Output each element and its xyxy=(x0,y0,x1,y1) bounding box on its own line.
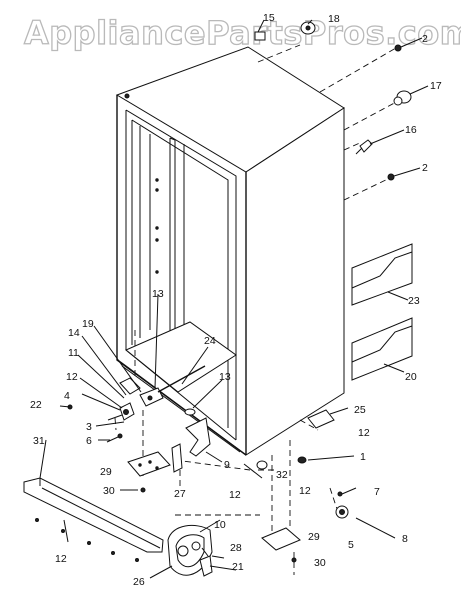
callout-4: 4 xyxy=(64,390,70,402)
part-5-roller xyxy=(335,505,349,519)
part-24-rod xyxy=(157,365,206,393)
part-13-grommet xyxy=(184,408,196,416)
hinge-assembly xyxy=(107,377,164,421)
callout-12-right: 12 xyxy=(358,427,370,439)
part-30-screw-left xyxy=(140,487,146,493)
callout-24: 24 xyxy=(204,335,216,347)
callout-9: 9 xyxy=(224,459,230,471)
callout-11: 11 xyxy=(68,347,79,359)
callout-25: 25 xyxy=(354,404,366,416)
callout-12-mid-a: 12 xyxy=(229,489,241,501)
part-15-bushing xyxy=(254,31,266,41)
callout-2-mid: 2 xyxy=(422,162,428,174)
callout-27: 27 xyxy=(174,488,186,500)
part-17-cap xyxy=(393,90,412,106)
callout-21: 21 xyxy=(232,561,244,573)
callout-29-left: 29 xyxy=(100,466,112,478)
part-26-grille-bracket xyxy=(167,524,213,577)
part-9-hinge-arm xyxy=(185,417,211,457)
callout-22: 22 xyxy=(30,399,42,411)
callout-13-upper: 13 xyxy=(152,288,164,300)
callout-12-hinge: 12 xyxy=(66,371,78,383)
callout-6: 6 xyxy=(86,435,92,447)
part-1-foot xyxy=(297,456,307,464)
callout-32: 32 xyxy=(276,469,288,481)
callout-12-grille: 12 xyxy=(55,553,67,565)
callout-15: 15 xyxy=(263,12,275,24)
part-6-screw xyxy=(106,433,123,443)
callout-28: 28 xyxy=(230,542,242,554)
callout-29-right: 29 xyxy=(308,531,320,543)
callout-12-mid-b: 12 xyxy=(299,485,311,497)
callout-1: 1 xyxy=(360,451,366,463)
part-2-screw-top xyxy=(394,44,402,52)
callout-3: 3 xyxy=(86,421,92,433)
callout-19: 19 xyxy=(82,318,94,330)
part-18-wheel xyxy=(300,21,316,35)
callout-7: 7 xyxy=(374,486,380,498)
callout-17: 17 xyxy=(430,80,442,92)
callout-2-top: 2 xyxy=(422,33,428,45)
part-2-screw-mid xyxy=(387,173,395,181)
callout-30-right: 30 xyxy=(314,557,326,569)
callout-10: 10 xyxy=(214,519,226,531)
callout-8: 8 xyxy=(402,533,408,545)
callout-31: 31 xyxy=(33,435,45,447)
part-7-screw xyxy=(337,491,343,497)
callout-26: 26 xyxy=(133,576,145,588)
part-16-bracket xyxy=(355,139,373,155)
refrigerator-cabinet xyxy=(115,46,345,456)
part-27-bracket xyxy=(171,443,183,473)
part-22-screw xyxy=(59,404,73,410)
part-23-panel xyxy=(351,243,413,306)
cabinet-base-pan xyxy=(125,321,237,393)
part-8-pin xyxy=(355,517,396,539)
callout-20: 20 xyxy=(405,371,417,383)
part-29-plate-left xyxy=(127,451,171,477)
callout-5: 5 xyxy=(348,539,354,551)
part-25-plate xyxy=(307,409,335,429)
callout-labels: 15 18 2 17 16 2 23 20 13 19 14 11 12 24 … xyxy=(30,12,442,588)
callout-30-left: 30 xyxy=(103,485,115,497)
callout-16: 16 xyxy=(405,124,417,136)
callout-23: 23 xyxy=(408,295,420,307)
part-32-foot xyxy=(256,460,268,470)
part-30-screw-right xyxy=(291,557,297,563)
callout-leaders xyxy=(39,19,429,579)
callout-13-lower: 13 xyxy=(219,371,231,383)
watermark-text: AppliancePartsPros.com xyxy=(24,14,461,52)
callout-18: 18 xyxy=(328,13,340,25)
part-20-panel xyxy=(351,317,413,381)
part-29-plate-right xyxy=(261,527,301,551)
callout-14: 14 xyxy=(68,327,80,339)
